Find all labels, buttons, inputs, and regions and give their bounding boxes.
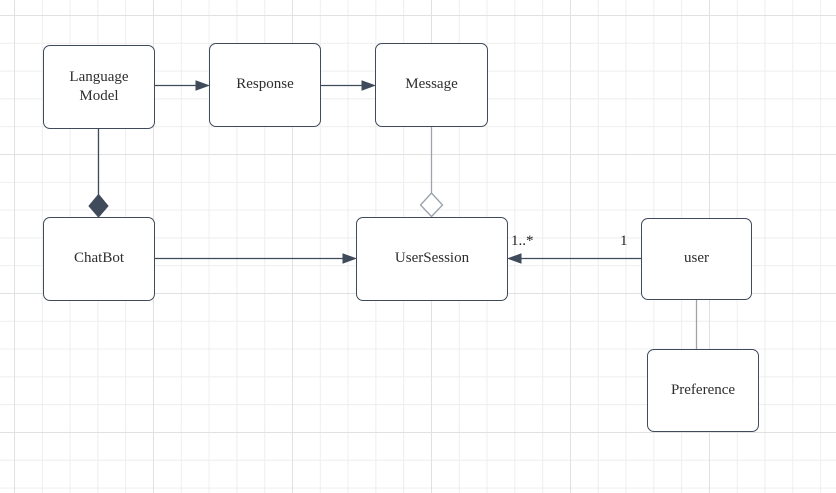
node-label: Language Model [69,68,129,105]
node-message[interactable]: Message [375,43,488,127]
edge-response-message[interactable] [321,80,376,91]
node-preference[interactable]: Preference [647,349,759,432]
node-response[interactable]: Response [209,43,321,127]
edge-language-model-chatbot[interactable] [88,129,109,218]
edge-chatbot-usersession[interactable] [155,253,357,264]
node-language-model[interactable]: Language Model [43,45,155,129]
edge-language-model-response[interactable] [155,80,210,91]
node-chatbot[interactable]: ChatBot [43,217,155,301]
node-label: Preference [670,381,736,398]
node-label: ChatBot [73,250,124,267]
node-label: UserSession [394,250,470,267]
node-label: Message [405,76,458,93]
edge-user-usersession[interactable] [507,253,642,264]
node-usersession[interactable]: UserSession [356,217,508,301]
multiplicity-label-usersession: 1..* [511,233,534,249]
edge-message-usersession[interactable] [419,127,444,218]
multiplicity-label-user: 1 [620,233,628,249]
node-label: Response [236,76,294,93]
node-user[interactable]: user [641,218,752,300]
node-label: user [684,250,709,267]
